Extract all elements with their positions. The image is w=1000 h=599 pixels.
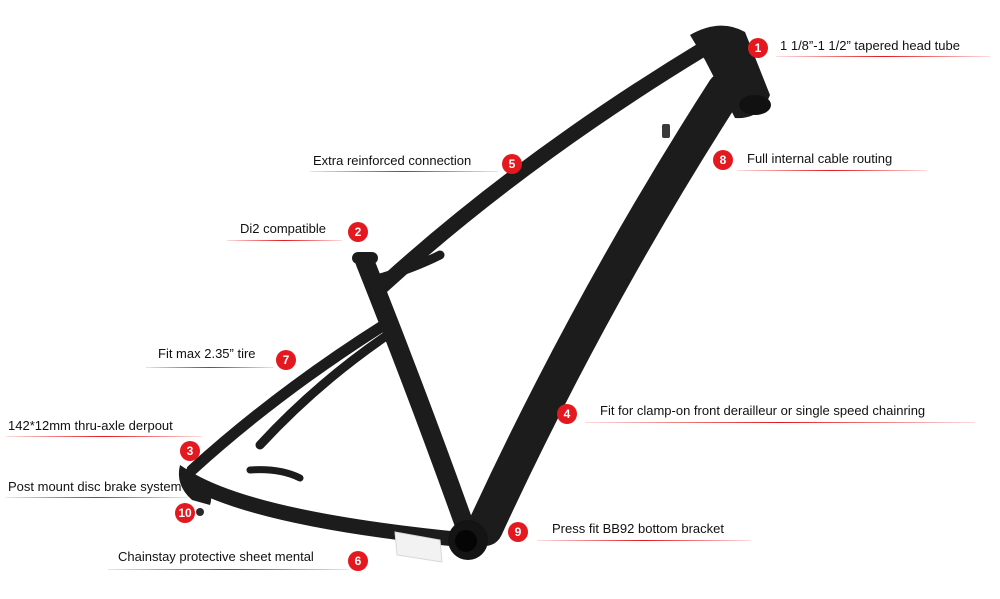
seatstay [186, 314, 398, 476]
callout-label-5: Extra reinforced connection [313, 153, 472, 168]
callout-badge-4: 4 [557, 404, 577, 424]
callout-line-9 [537, 540, 751, 541]
callout-line-7 [146, 367, 274, 368]
callout-badge-5: 5 [502, 154, 522, 174]
callout-label-3: 142*12mm thru-axle derpout [8, 418, 173, 433]
callout-label-6: Chainstay protective sheet mental [118, 549, 314, 564]
seatstay-inner [255, 325, 400, 450]
callout-line-2 [227, 240, 342, 241]
brake-mount [196, 508, 204, 516]
callout-label-7: Fit max 2.35” tire [158, 346, 256, 361]
dropout-bridge [246, 466, 304, 482]
callout-badge-6: 6 [348, 551, 368, 571]
chainstay [182, 472, 473, 548]
callout-badge-7: 7 [276, 350, 296, 370]
cable-port [662, 124, 670, 138]
seat-tube [355, 252, 478, 545]
callout-label-4: Fit for clamp-on front derailleur or sin… [600, 403, 926, 418]
callout-badge-3: 3 [180, 441, 200, 461]
callout-badge-2: 2 [348, 222, 368, 242]
callout-line-4 [585, 422, 975, 423]
callout-badge-8: 8 [713, 150, 733, 170]
top-tube [370, 40, 713, 298]
top-tube-brace [368, 250, 445, 285]
callout-label-8: Full internal cable routing [747, 151, 893, 166]
head-tube-bottom [739, 95, 771, 115]
callout-badge-10: 10 [175, 503, 195, 523]
bottom-bracket-bore [455, 530, 477, 552]
callout-line-3 [6, 436, 202, 437]
callout-badge-1: 1 [748, 38, 768, 58]
callout-label-9: Press fit BB92 bottom bracket [552, 521, 724, 536]
callout-line-10 [6, 497, 188, 498]
callout-line-8 [737, 170, 927, 171]
callout-line-5 [310, 171, 498, 172]
callout-label-2: Di2 compatible [240, 221, 326, 236]
callout-line-1 [776, 56, 990, 57]
rear-dropout [178, 465, 212, 505]
down-tube [467, 72, 743, 546]
callout-line-6 [108, 569, 348, 570]
chainstay-guard [394, 531, 443, 563]
callout-label-1: 1 1/8”-1 1/2” tapered head tube [780, 38, 960, 53]
callout-badge-9: 9 [508, 522, 528, 542]
callout-label-10: Post mount disc brake system [8, 479, 182, 494]
